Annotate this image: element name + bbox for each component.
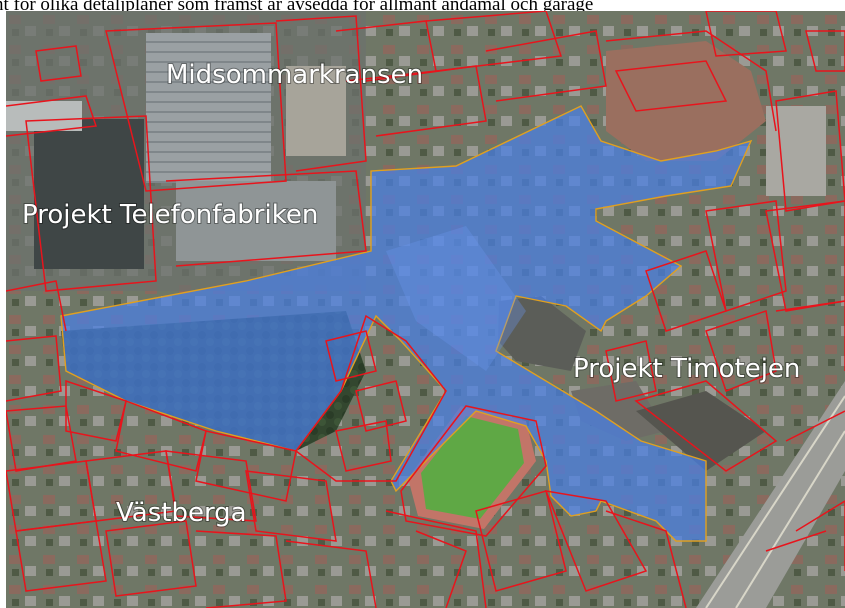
building-complex-east	[636, 391, 766, 471]
label-projekt-timotejen: Projekt Timotejen	[573, 354, 800, 384]
motorway	[696, 381, 845, 608]
building-east	[766, 106, 826, 196]
factory-building	[34, 119, 144, 269]
aerial-map: Midsommarkransen Projekt Telefonfabriken…	[6, 11, 845, 608]
label-midsommarkransen: Midsommarkransen	[166, 60, 423, 90]
plan-area	[60, 105, 753, 542]
label-projekt-telefonfabriken: Projekt Telefonfabriken	[22, 200, 318, 230]
factory-roof	[146, 33, 271, 183]
plan-area-highlight	[386, 226, 526, 371]
motorway-lane	[705, 395, 845, 608]
property-lines	[6, 11, 845, 608]
label-vastberga: Västberga	[116, 498, 247, 528]
housing-block-northeast	[606, 41, 766, 161]
map-canvas: Midsommarkransen Projekt Telefonfabriken…	[6, 11, 845, 608]
building-west	[6, 101, 82, 131]
motorway-lane	[735, 430, 845, 608]
building-timotejen	[498, 296, 586, 371]
factory-annex	[176, 181, 336, 261]
football-field	[421, 416, 524, 519]
parking-lot	[286, 66, 346, 156]
